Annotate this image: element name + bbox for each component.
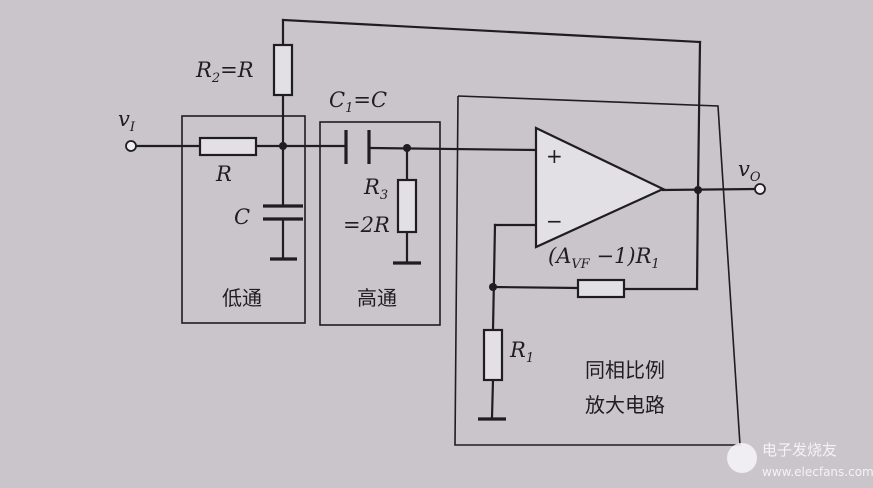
output-terminal [754, 183, 766, 195]
resistor-r3 [396, 178, 418, 234]
watermark: 电子发烧友 www.elecfans.com [727, 441, 873, 479]
r1-label: R1 [509, 338, 534, 366]
highpass-block-label: 高通 [357, 286, 397, 310]
resistor-r1 [482, 328, 504, 382]
resistor-r2 [272, 43, 294, 97]
r3-label: R3 [363, 175, 388, 203]
lowpass-block [181, 115, 306, 324]
capacitor-c-lowpass [263, 204, 303, 221]
lowpass-block-label: 低通 [222, 286, 262, 310]
wiring [134, 18, 757, 420]
r2-label: R2=R [195, 58, 254, 86]
watermark-text: 电子发烧友 [762, 441, 837, 459]
c-lowpass-label: C [234, 205, 250, 229]
opamp-triangle [534, 126, 666, 249]
junction-dot [279, 142, 287, 150]
output-label: vO [738, 157, 761, 185]
watermark-logo-icon [727, 443, 757, 473]
input-label: vI [118, 107, 136, 135]
opamp-plus-label: + [546, 144, 563, 168]
opamp-minus-label: − [546, 209, 563, 233]
resistor-r-lowpass [198, 136, 258, 157]
r-lowpass-label: R [215, 162, 232, 186]
input-terminal [125, 140, 137, 152]
watermark-url: www.elecfans.com [762, 465, 873, 479]
c1-label: C1=C [329, 88, 387, 116]
capacitor-c1 [344, 130, 371, 164]
junction-dot [489, 283, 497, 291]
junction-dot [403, 144, 411, 152]
amplifier-block-label-line1: 同相比例 [585, 358, 665, 382]
resistor-rf [576, 278, 626, 299]
junction-dot [694, 186, 702, 194]
r3-value-label: =2R [343, 213, 390, 237]
highpass-block [319, 121, 441, 326]
amplifier-block-label-line2: 放大电路 [585, 393, 665, 417]
rf-label: (AVF −1)R1 [548, 244, 660, 272]
